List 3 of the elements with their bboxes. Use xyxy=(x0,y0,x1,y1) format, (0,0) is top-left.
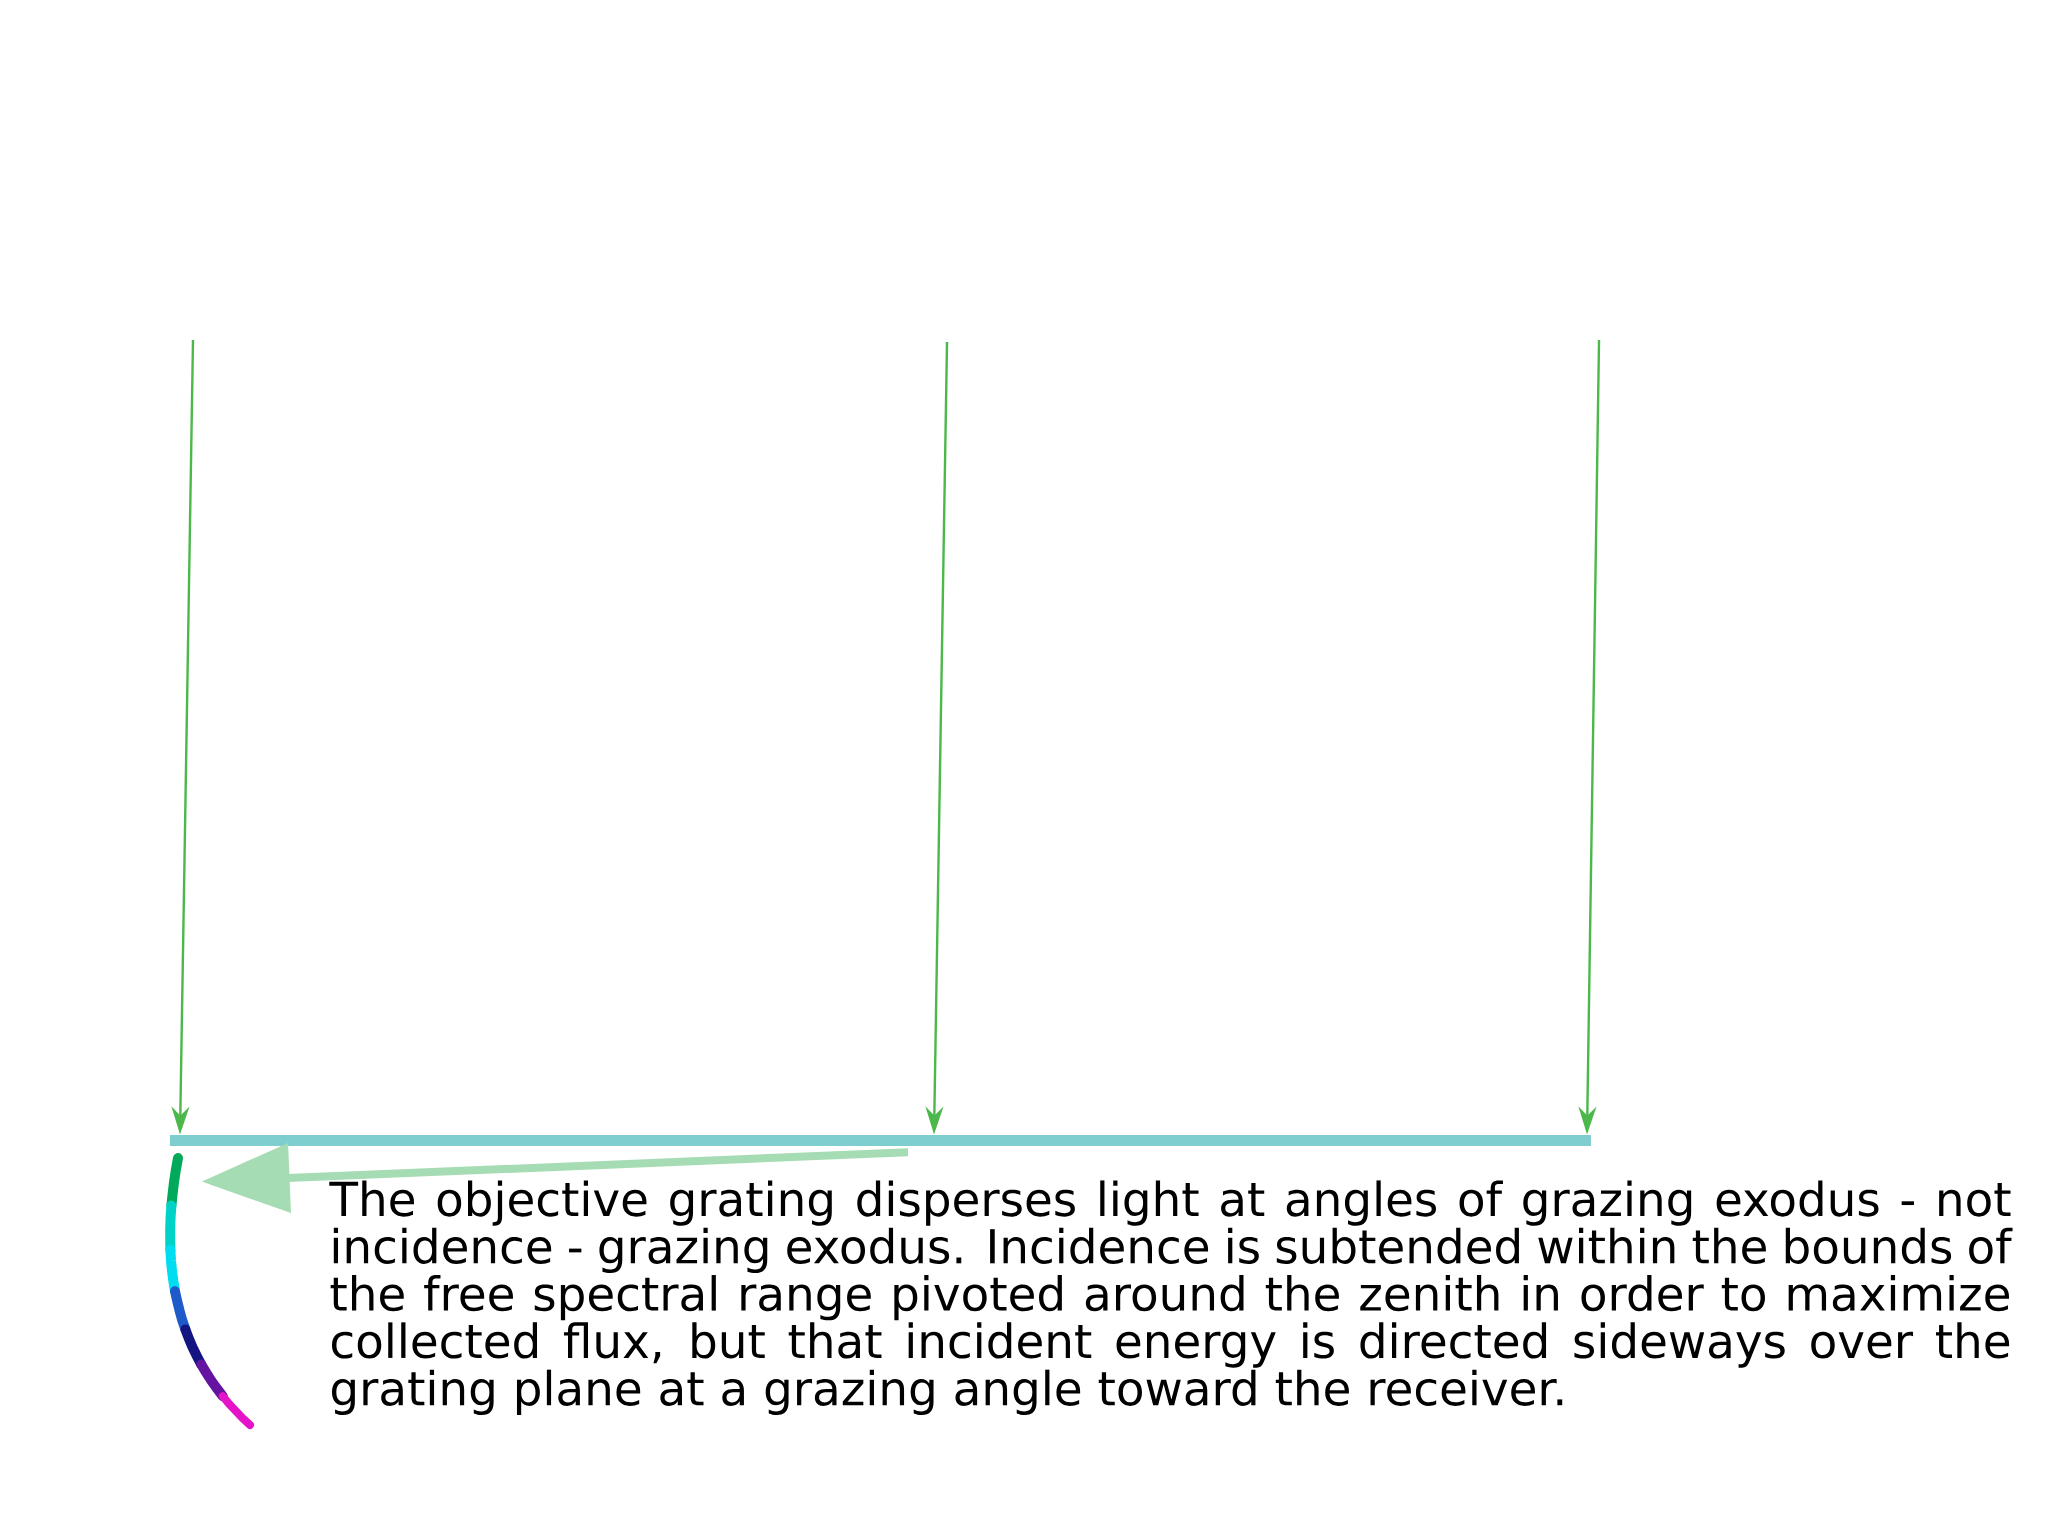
description-text: The objective grating disperses light at angles of grazing exodus - not incidence - grazing exodus. Incidence is subtended within the bounds of the free spectral range pivoted around the zenith in order to maximize collected flux, but that incident energy is directed sideways over the grating plane at a grazing angle toward the receiver. xyxy=(329,1180,2013,1415)
spectrum-drawing xyxy=(165,1153,254,1429)
grating-bar xyxy=(169,1134,1591,1146)
